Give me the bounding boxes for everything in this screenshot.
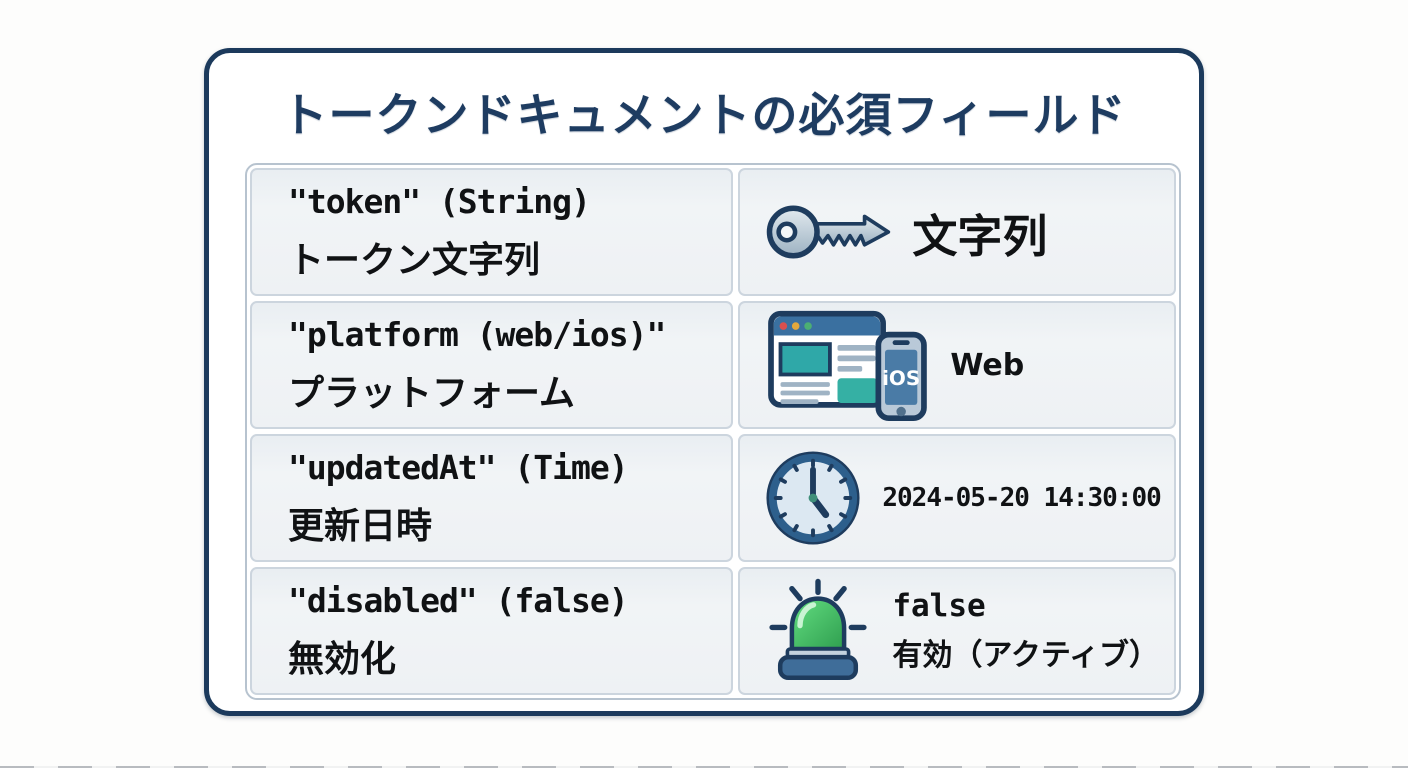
table-row-token-value-cell: 文字列 (738, 168, 1176, 296)
table-row-disabled-value-cell: false 有効（アクティブ） (738, 567, 1176, 695)
table-row-platform-value-cell: iOS Web (738, 301, 1176, 429)
diagram-frame: トークンドキュメントの必須フィールド "token" (String) トークン… (204, 48, 1204, 716)
table-row-updatedat-field-cell: "updatedAt" (Time) 更新日時 (250, 434, 734, 562)
updatedat-value-text: 2024-05-20 14:30:00 (882, 483, 1161, 513)
field-label-updatedat: 更新日時 (288, 505, 433, 547)
table-row-platform-field-cell: "platform (web/ios)" プラットフォーム (250, 301, 734, 429)
phone-screen-label: iOS (882, 366, 920, 390)
bottom-edge-artifact (0, 766, 1408, 768)
field-label-platform: プラットフォーム (288, 372, 575, 414)
token-value-text: 文字列 (912, 209, 1048, 263)
disabled-value-stack: false 有効（アクティブ） (892, 588, 1159, 674)
disabled-value-text: false (892, 588, 986, 624)
key-icon (767, 205, 891, 259)
table-row-token-field-cell: "token" (String) トークン文字列 (250, 168, 734, 296)
table-row-disabled-field-cell: "disabled" (false) 無効化 (250, 567, 734, 695)
field-code-platform: "platform (web/ios)" (288, 314, 666, 354)
web-ios-icon: iOS (768, 310, 928, 422)
table-row-updatedat-value-cell: 2024-05-20 14:30:00 (738, 434, 1176, 562)
field-label-token: トークン文字列 (288, 239, 541, 281)
field-code-updatedat: "updatedAt" (Time) (288, 447, 629, 487)
page-title: トークンドキュメントの必須フィールド (281, 88, 1127, 142)
clock-icon (766, 451, 860, 545)
disabled-value-note: 有効（アクティブ） (892, 638, 1160, 673)
field-label-disabled: 無効化 (288, 638, 397, 680)
siren-icon (769, 578, 867, 681)
platform-value-text: Web (950, 347, 1025, 383)
field-code-token: "token" (String) (288, 181, 591, 221)
field-code-disabled: "disabled" (false) (288, 580, 629, 620)
fields-table: "token" (String) トークン文字列 文字列 "platform (… (245, 163, 1181, 700)
